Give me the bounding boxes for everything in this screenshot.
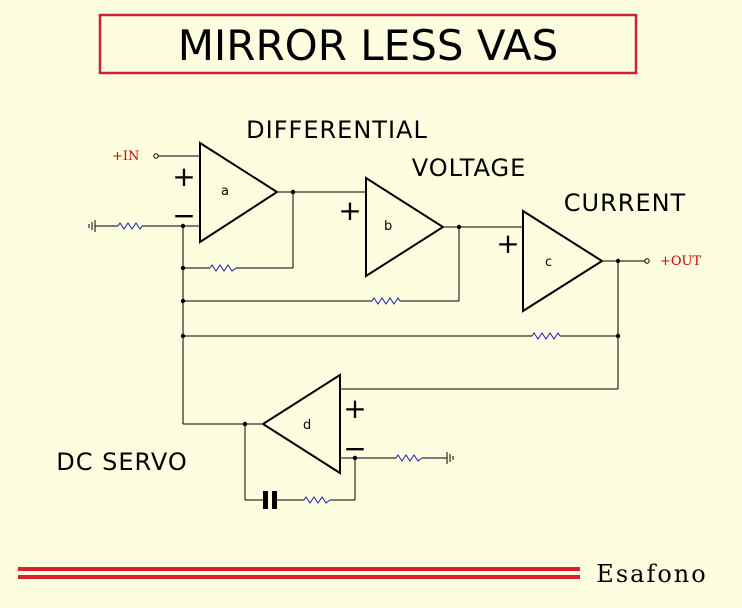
amp-c-plus-sign: + <box>496 227 519 260</box>
label-differential: DIFFERENTIAL <box>246 116 428 144</box>
ground-symbol-left <box>88 220 96 232</box>
resistor-feedback-a <box>209 264 237 272</box>
label-voltage: VOLTAGE <box>412 154 527 182</box>
amp-d-minus-sign: − <box>343 432 366 465</box>
label-dc-servo: DC SERVO <box>56 448 188 476</box>
diagram-title: MIRROR LESS VAS <box>178 21 559 70</box>
resistor-feedback-c <box>531 332 561 340</box>
amplifier-b <box>365 176 445 278</box>
amplifier-b-label: b <box>384 219 392 234</box>
input-terminal <box>153 153 159 159</box>
resistors <box>117 222 561 504</box>
amplifier-d-label: d <box>303 418 311 433</box>
wires <box>95 155 645 501</box>
brand-name: Esafono <box>596 560 707 588</box>
amplifier-c-label: c <box>545 255 552 270</box>
ground-symbol-right <box>446 452 454 464</box>
capacitor <box>263 491 277 509</box>
input-port-label: +IN <box>112 149 139 164</box>
resistor-servo-ground <box>395 454 423 462</box>
amplifier-a <box>199 141 279 244</box>
amp-d-plus-sign: + <box>343 392 366 425</box>
title-box <box>98 13 638 75</box>
resistor-input-ground <box>117 222 143 230</box>
amplifier-a-label: a <box>221 184 229 199</box>
output-terminal <box>644 258 650 264</box>
footer-stripes <box>18 567 580 579</box>
amp-a-minus-sign: − <box>172 199 195 232</box>
amplifier-c <box>522 209 604 313</box>
amp-b-plus-sign: + <box>338 194 361 227</box>
output-port-label: +OUT <box>660 254 702 269</box>
amp-a-plus-sign: + <box>172 160 195 193</box>
amplifier-d <box>261 373 341 475</box>
resistor-feedback-b <box>371 297 401 305</box>
resistor-integrator <box>303 496 331 504</box>
junction-dots <box>180 189 621 461</box>
label-current: CURRENT <box>564 189 686 217</box>
